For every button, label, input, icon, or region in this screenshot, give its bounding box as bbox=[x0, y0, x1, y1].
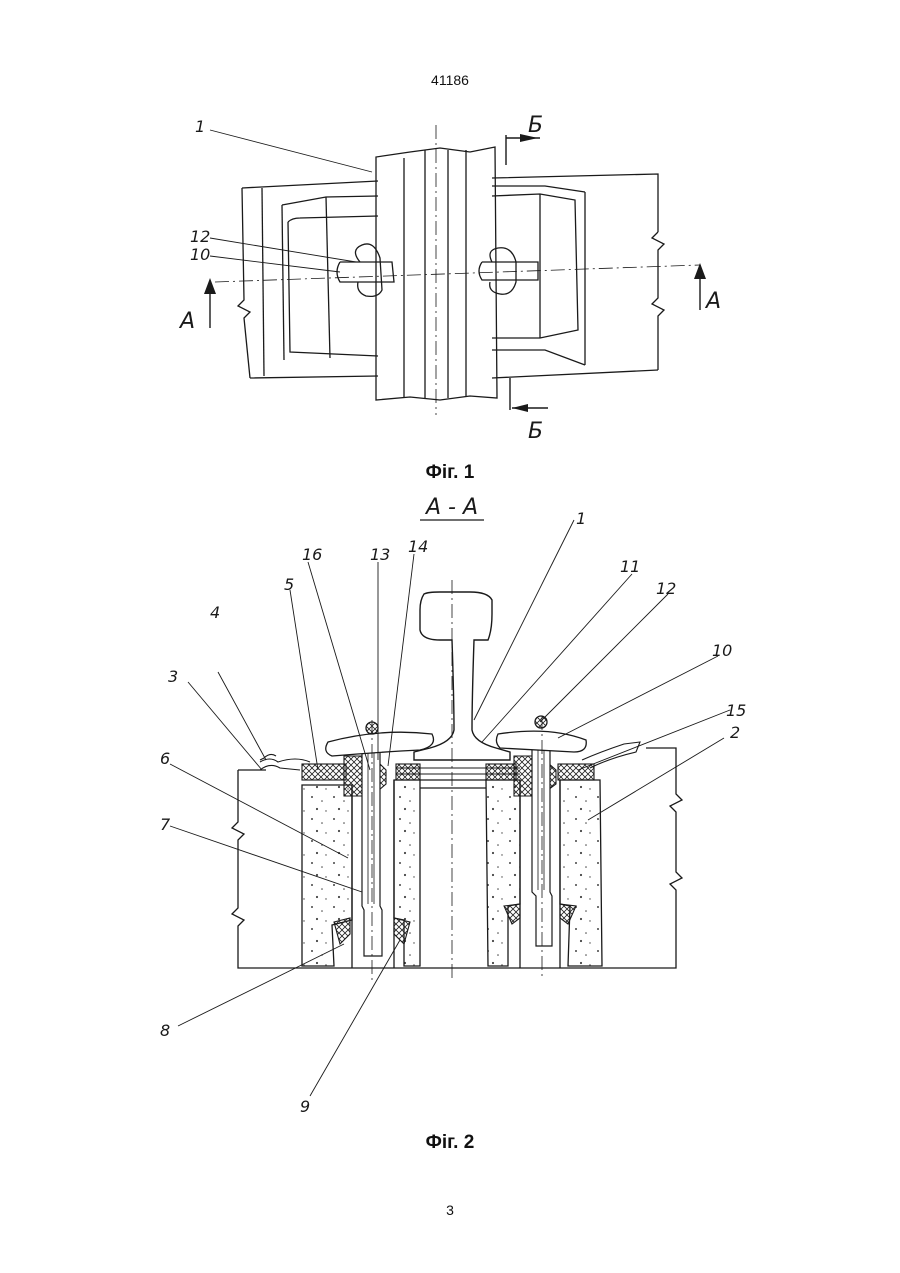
section-title: А - А bbox=[424, 495, 478, 520]
fig2-label-11: 11 bbox=[620, 557, 640, 576]
fig2-label-7: 7 bbox=[160, 815, 171, 834]
fig2-label-3: 3 bbox=[168, 667, 178, 686]
page-number: 3 bbox=[0, 1202, 900, 1218]
figure-2-caption: Фіг. 2 bbox=[0, 1132, 900, 1154]
fig2-label-14: 14 bbox=[408, 537, 428, 556]
fig2-label-15: 15 bbox=[726, 701, 746, 720]
fig2-label-2: 2 bbox=[730, 723, 740, 742]
fig2-label-9: 9 bbox=[300, 1097, 310, 1116]
fig2-label-8: 8 bbox=[160, 1021, 170, 1040]
fig2-label-16: 16 bbox=[302, 545, 322, 564]
fig2-label-10: 10 bbox=[712, 641, 732, 660]
fig2-label-4: 4 bbox=[210, 603, 220, 622]
fig2-label-1: 1 bbox=[576, 509, 586, 528]
fig2-label-13: 13 bbox=[370, 545, 390, 564]
fig2-label-6: 6 bbox=[160, 749, 170, 768]
fig2-label-5: 5 bbox=[284, 575, 294, 594]
fig2-label-12: 12 bbox=[656, 579, 676, 598]
